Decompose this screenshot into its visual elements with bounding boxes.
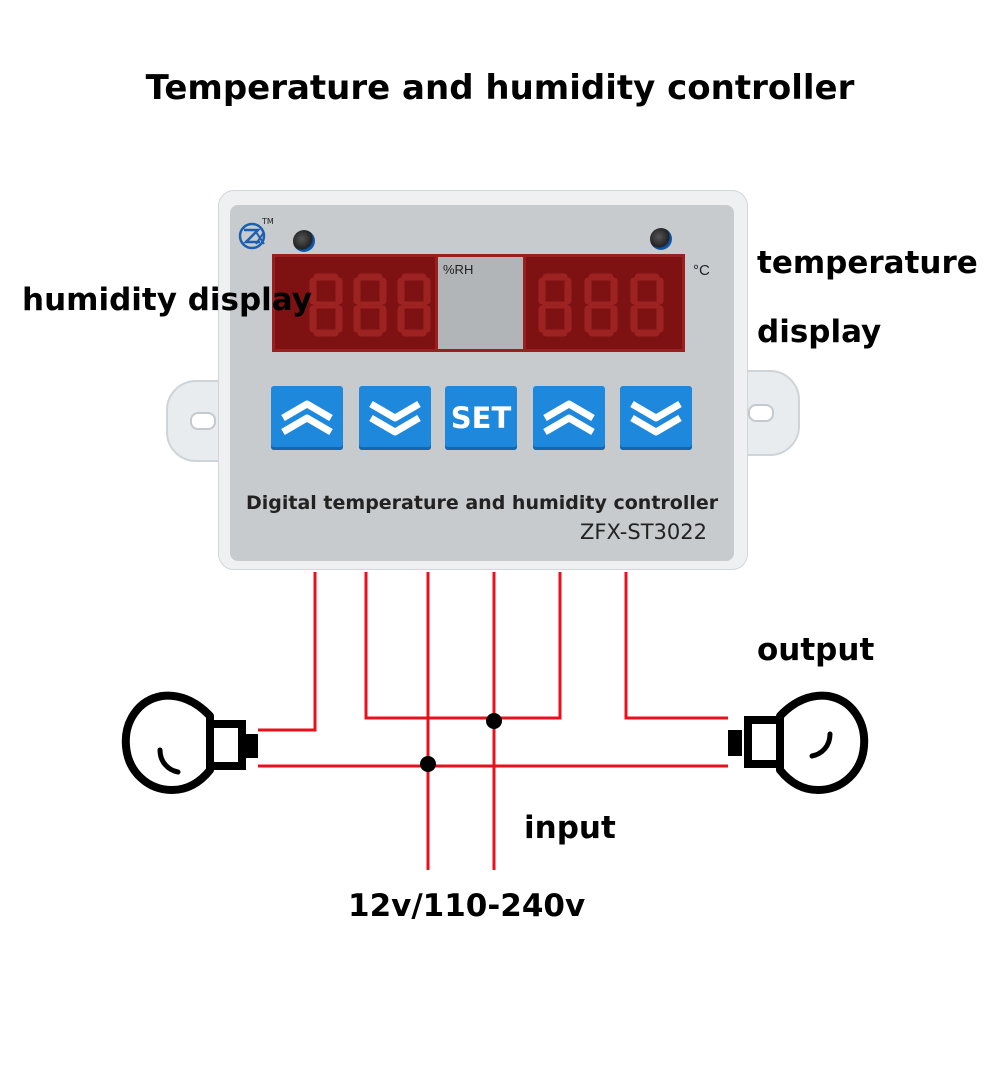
humidity-up-button[interactable] (271, 386, 343, 450)
temperature-down-button[interactable] (620, 386, 692, 450)
chevron-up-icon (543, 400, 595, 436)
wire-neutral-bridge (364, 572, 562, 720)
temperature-digits (538, 273, 664, 337)
humidity-display-screen (272, 254, 438, 352)
temperature-up-button[interactable] (533, 386, 605, 450)
mounting-hole (748, 404, 774, 422)
set-button-label: SET (450, 401, 512, 435)
device-model-number: ZFX-ST3022 (580, 520, 707, 544)
page-title: Temperature and humidity controller (145, 68, 855, 108)
device-caption: Digital temperature and humidity control… (246, 492, 719, 514)
brand-logo-icon: TM (238, 217, 274, 250)
temperature-display-label-line2: display (757, 314, 882, 350)
status-led-right (650, 228, 672, 250)
humidity-digits (309, 273, 431, 337)
temperature-display-label-line1: temperature (757, 245, 978, 281)
wire-right-load (624, 572, 728, 720)
voltage-label: 12v/110-240v (348, 888, 586, 924)
left-bulb-icon (121, 691, 258, 794)
right-bulb-icon (728, 691, 869, 794)
chevron-down-icon (630, 400, 682, 436)
input-label: input (524, 810, 616, 846)
wire-left-load (258, 572, 317, 732)
mounting-hole (190, 412, 216, 430)
status-led-left (293, 230, 315, 252)
junction-dot (486, 713, 502, 729)
set-button[interactable]: SET (445, 386, 517, 450)
humidity-display-label: humidity display (22, 282, 312, 318)
humidity-unit-label: %RH (443, 262, 474, 277)
trademark-mark: TM (261, 217, 274, 226)
chevron-down-icon (369, 400, 421, 436)
junction-dot (420, 756, 436, 772)
output-label: output (757, 632, 875, 668)
temperature-display-screen (523, 254, 685, 352)
chevron-up-icon (281, 400, 333, 436)
humidity-down-button[interactable] (359, 386, 431, 450)
temperature-unit-label: °C (693, 262, 710, 279)
display-separator (438, 254, 523, 352)
